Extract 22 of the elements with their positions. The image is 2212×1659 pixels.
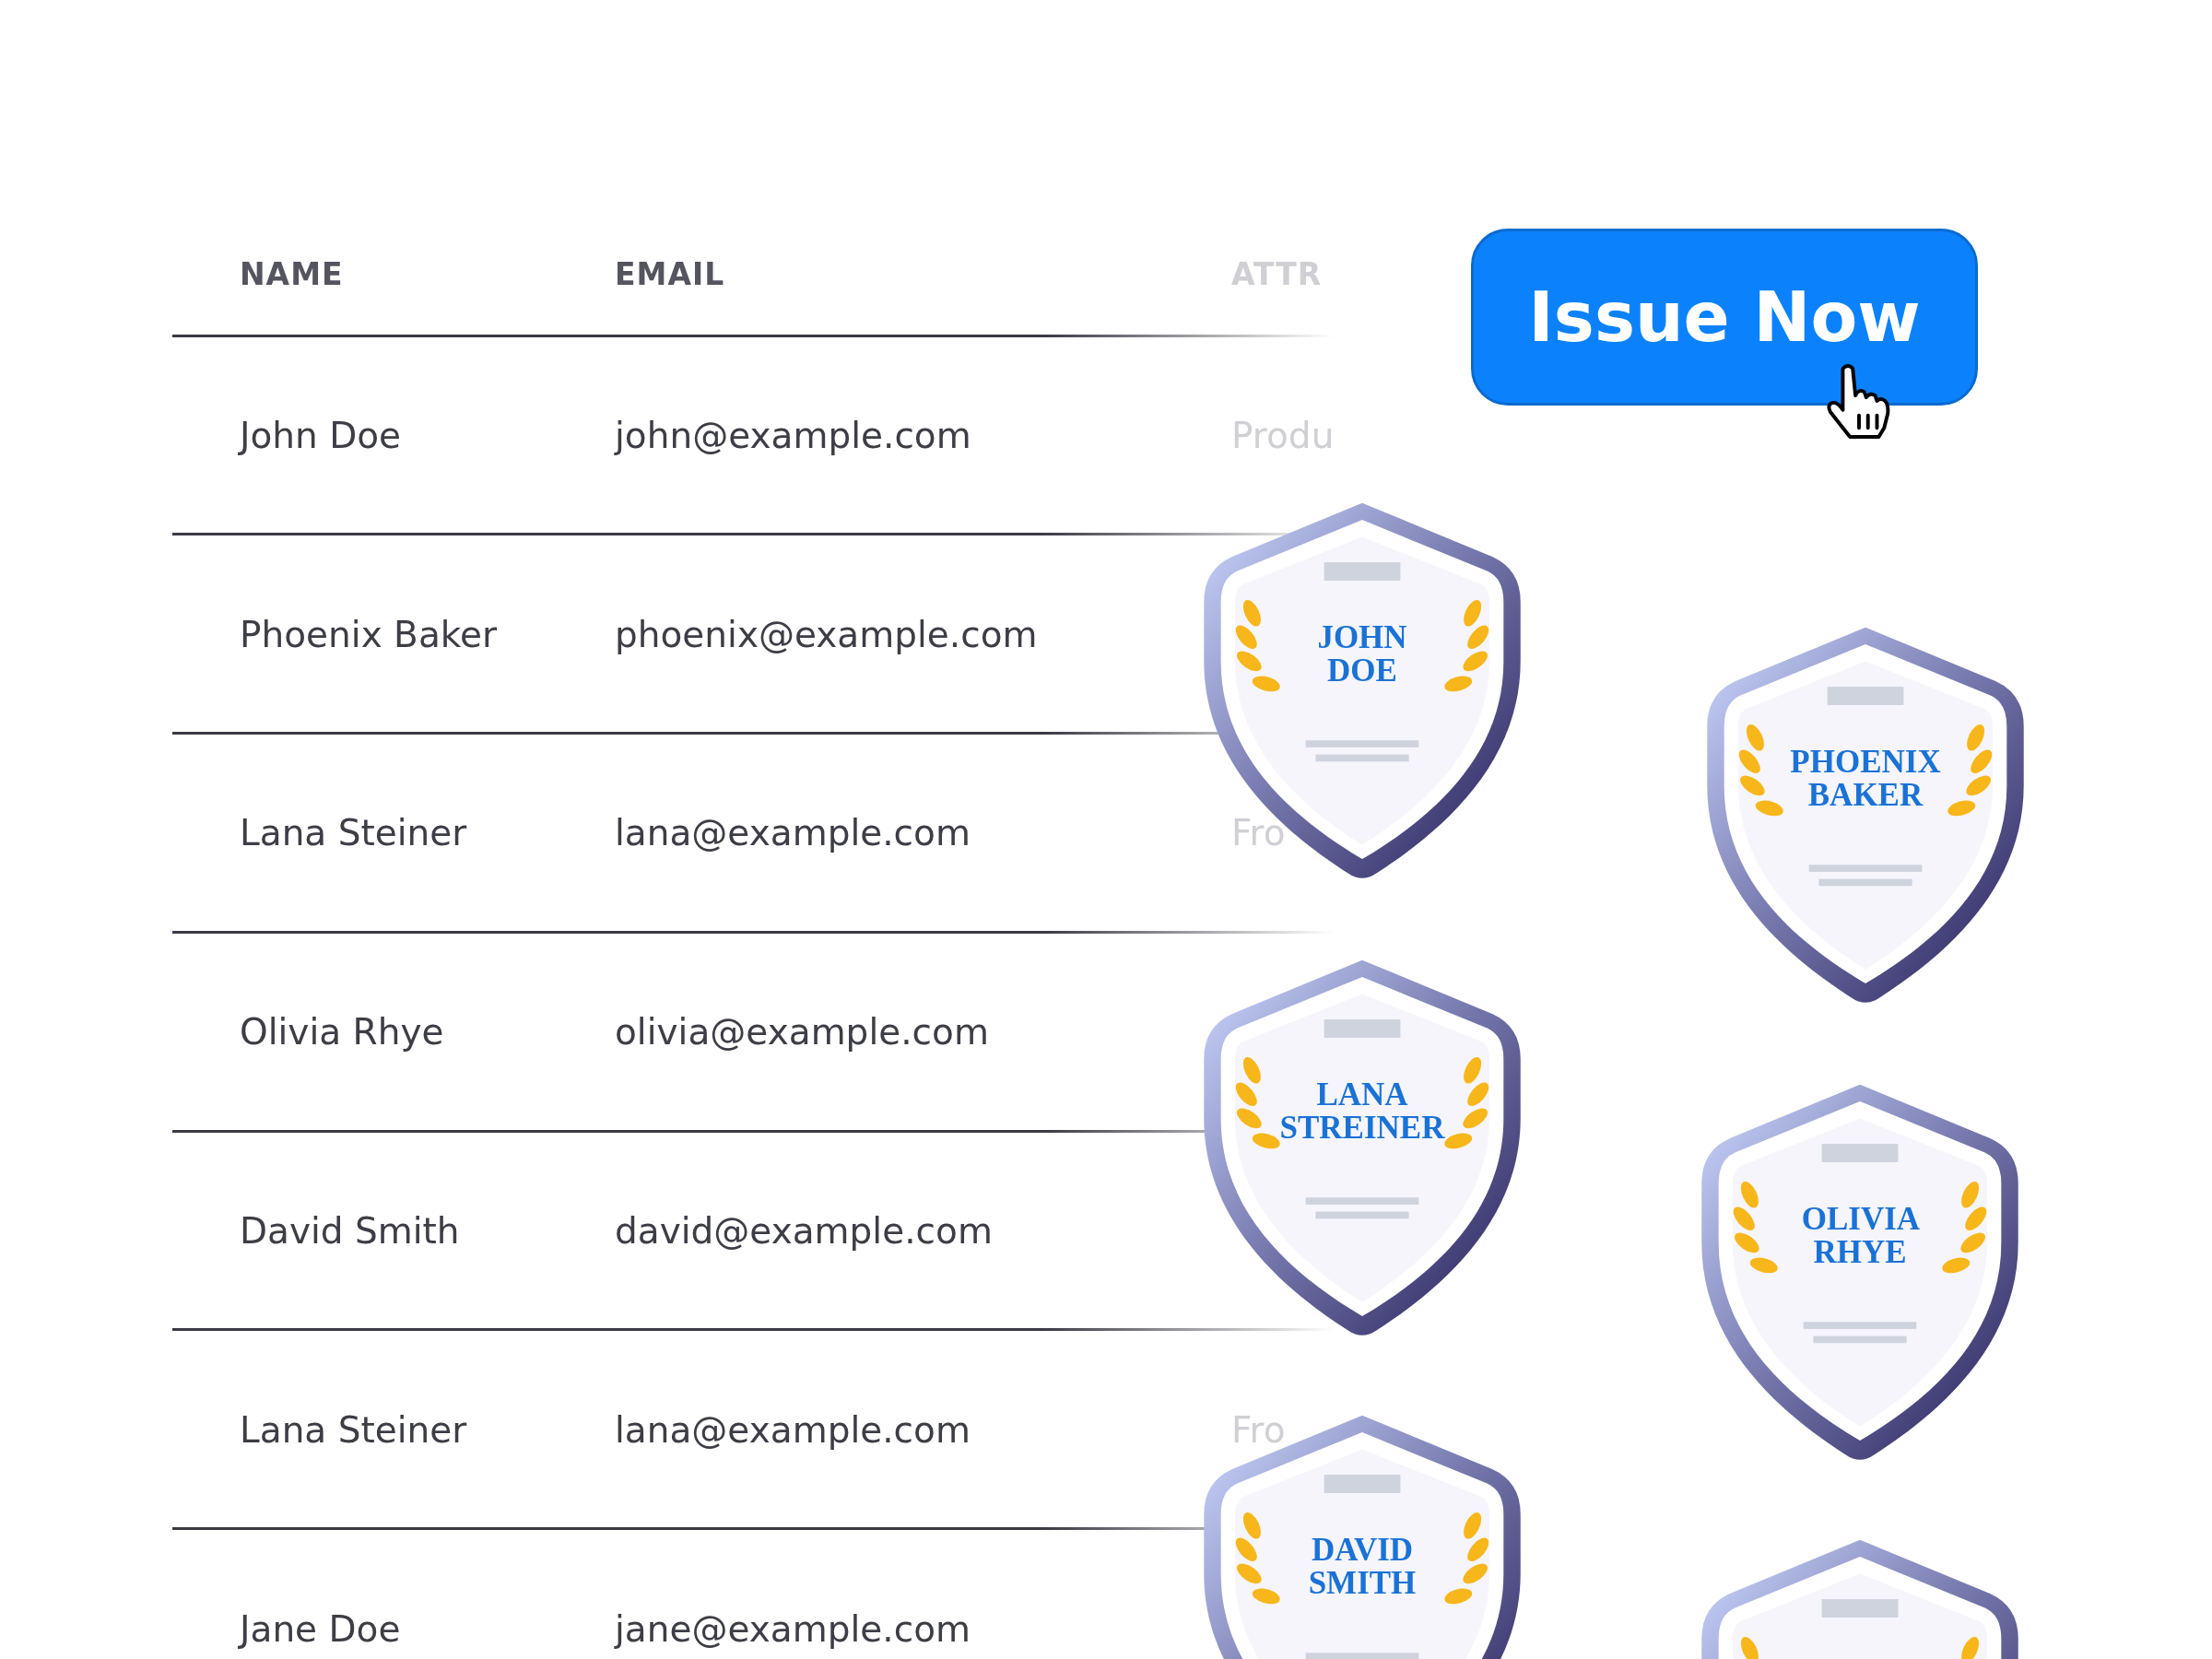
email-cell: lana@example.com (615, 811, 971, 855)
email-cell: olivia@example.com (615, 1010, 989, 1054)
name-cell: Jane Doe (240, 1607, 401, 1652)
badge-name: DAVID SMITH (1308, 1533, 1417, 1602)
badge-name: PHOENIX BAKER (1790, 745, 1941, 814)
name-cell: Phoenix Baker (240, 613, 497, 657)
email-cell: jane@example.com (615, 1607, 971, 1652)
issue-button: Issue Now (1471, 229, 1978, 406)
name-cell: John Doe (240, 414, 402, 458)
name-cell: David Smith (240, 1209, 460, 1253)
badge-name: JOHN DOE (1317, 620, 1407, 689)
column-header: NAME (240, 256, 344, 293)
email-cell: phoenix@example.com (615, 613, 1038, 657)
column-header: EMAIL (615, 256, 725, 293)
badge-name: OLIVIA RHYE (1801, 1202, 1919, 1271)
badge-name: LANA STREINER (1279, 1077, 1445, 1147)
email-cell: lana@example.com (615, 1408, 971, 1453)
name-cell: Lana Steiner (240, 1408, 467, 1453)
email-cell: john@example.com (615, 414, 971, 458)
name-cell: Olivia Rhye (240, 1010, 444, 1054)
email-cell: david@example.com (615, 1209, 993, 1253)
name-cell: Lana Steiner (240, 811, 467, 855)
